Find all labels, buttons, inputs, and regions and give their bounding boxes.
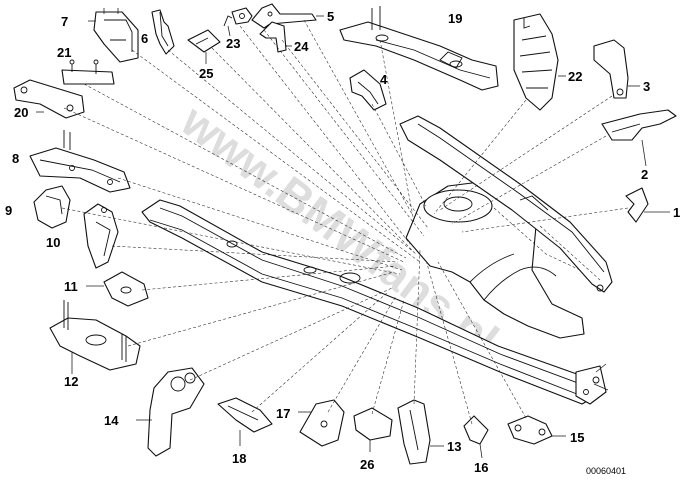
part-6: [151, 9, 175, 55]
callout-19: 19: [448, 11, 462, 26]
callout-24: 24: [294, 39, 309, 54]
part-12: [49, 300, 141, 374]
part-16: [463, 415, 489, 459]
callout-5: 5: [327, 9, 334, 24]
callout-22: 22: [568, 69, 582, 84]
callout-7: 7: [61, 14, 68, 29]
part-9: [33, 185, 71, 229]
part-20: [13, 79, 85, 119]
upper-rail: [399, 115, 613, 293]
part-3: [593, 39, 640, 99]
callout-14: 14: [104, 413, 119, 428]
part-7: [88, 8, 139, 63]
part-26: [353, 407, 393, 452]
callout-9: 9: [5, 203, 12, 218]
callout-10: 10: [46, 235, 60, 250]
part-19: [339, 6, 499, 91]
part-14: [136, 367, 205, 457]
callout-20: 20: [14, 105, 28, 120]
part-21: [61, 59, 115, 85]
part-24: [259, 21, 292, 53]
callout-23: 23: [226, 36, 240, 51]
callout-21: 21: [57, 45, 71, 60]
part-17: [298, 399, 345, 447]
part-2: [601, 109, 677, 167]
callout-11: 11: [64, 279, 78, 294]
callout-8: 8: [12, 151, 19, 166]
callout-4: 4: [380, 72, 388, 87]
callout-13: 13: [447, 439, 461, 454]
part-18: [217, 397, 273, 446]
part-10: [83, 203, 119, 269]
callout-18: 18: [232, 451, 246, 466]
part-1: [625, 187, 670, 223]
image-code: 00060401: [586, 466, 626, 476]
callout-labels: 1 2 3 4 5 6 7 8 9 10 11 12 13 14 15 16 1…: [5, 9, 680, 475]
callout-2: 2: [641, 167, 648, 182]
part-8: [29, 130, 131, 193]
part-22: [513, 13, 566, 111]
callout-16: 16: [474, 460, 488, 475]
part-4: [349, 69, 387, 111]
callout-6: 6: [141, 31, 148, 46]
callout-1: 1: [673, 205, 680, 220]
callout-12: 12: [64, 374, 78, 389]
part-11: [86, 271, 149, 307]
callout-15: 15: [570, 430, 584, 445]
callout-25: 25: [199, 66, 213, 81]
front-frame-assembly: [141, 115, 613, 405]
part-25: [187, 29, 221, 64]
callout-17: 17: [276, 406, 290, 421]
part-13: [397, 399, 444, 465]
callout-26: 26: [360, 457, 374, 472]
leader-lines: [61, 19, 629, 425]
part-15: [507, 415, 566, 445]
part-5: [251, 3, 324, 29]
part-23: [223, 7, 253, 37]
callout-3: 3: [643, 79, 650, 94]
